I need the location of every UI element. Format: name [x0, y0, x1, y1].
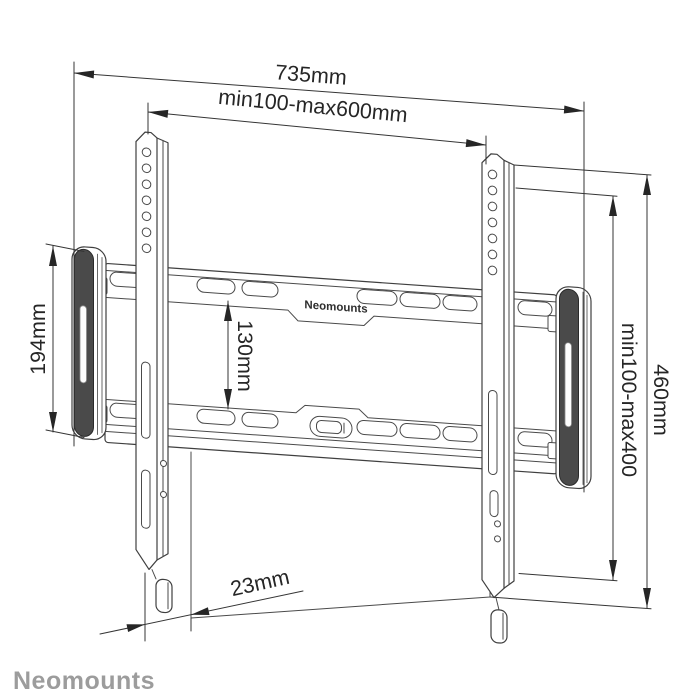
ext-line-bottom	[489, 596, 652, 610]
arrowhead-left	[148, 109, 169, 118]
dim-label-194mm: 194mm	[26, 303, 50, 375]
arrowhead-top	[609, 196, 617, 216]
plate-top-slot-row	[109, 271, 553, 317]
left-rail-upper-slot	[141, 361, 151, 439]
arrowhead-right	[191, 607, 210, 615]
arrowhead-top	[224, 301, 232, 321]
dimension-vesa-height: min100-max400	[515, 187, 641, 582]
right-rail-screw-2	[494, 535, 501, 543]
locking-latch	[309, 415, 353, 439]
right-pull-strap	[490, 609, 508, 644]
dim-label-460mm: 460mm	[649, 364, 673, 436]
ext-line-top	[515, 187, 618, 197]
right-strap-cord	[495, 597, 500, 611]
right-cap-slot	[564, 342, 572, 428]
plate-bottom-recess-line	[104, 398, 558, 432]
right-rail-lower-slot	[489, 490, 499, 518]
left-cap-slot	[79, 305, 87, 384]
dimension-total-height: 460mm	[489, 164, 673, 610]
right-rail-screw-1	[494, 520, 501, 528]
dimension-plate-height: 194mm	[26, 243, 85, 438]
arrowhead-bottom	[609, 560, 617, 580]
arrowhead-top	[49, 246, 57, 266]
arrowhead-top	[643, 175, 651, 195]
wall-plate: Neomounts	[71, 246, 592, 490]
neomounts-footer-logo: Neomounts	[13, 667, 155, 695]
right-cap-side-lines	[582, 291, 588, 485]
arrowhead-left	[74, 70, 95, 79]
dim-label-vesa-height: min100-max400	[617, 323, 641, 477]
ext-line-top	[45, 243, 85, 252]
dimension-total-width: 735mm	[73, 60, 585, 493]
left-rail-holes	[141, 147, 152, 254]
right-rail-holes	[487, 169, 498, 276]
plate-top-recess-line	[104, 296, 558, 330]
dim-line	[73, 72, 585, 112]
right-rail-silhouette	[482, 153, 514, 598]
dimension-vesa-width: min100-max600mm	[147, 85, 487, 165]
arrowhead-right	[465, 139, 486, 148]
arrowhead-bottom	[224, 389, 232, 409]
plate-logo-text: Neomounts	[304, 299, 367, 315]
arrowhead-right	[563, 105, 584, 114]
left-rail-screw-1	[160, 459, 167, 467]
dim-line	[147, 111, 487, 146]
right-bracket-rail	[481, 153, 515, 644]
dimension-wall-depth: 23mm	[99, 565, 304, 642]
ext-line-top	[513, 164, 652, 176]
left-bracket-rail	[135, 131, 173, 614]
dim-label-130mm: 130mm	[233, 320, 257, 392]
bracket-rails	[135, 131, 515, 644]
right-end-cap	[547, 286, 592, 490]
arrowhead-left	[126, 624, 145, 632]
left-cap-side-lines	[97, 253, 103, 435]
dim-label-735mm: 735mm	[274, 60, 347, 89]
left-end-cap	[71, 246, 108, 441]
ext-line-bottom	[518, 573, 618, 582]
arrowhead-bottom	[49, 412, 57, 432]
left-rail-screw-2	[160, 490, 167, 498]
arrowhead-bottom	[643, 588, 651, 608]
ext-line-bottom	[45, 429, 85, 438]
dimension-inner-gap: 130mm	[224, 300, 257, 410]
left-strap-cord	[151, 569, 157, 580]
left-rail-lower-slot	[141, 469, 151, 529]
right-rail-upper-slot	[488, 389, 498, 476]
left-rail-silhouette	[136, 132, 168, 570]
left-pull-strap	[155, 578, 173, 614]
